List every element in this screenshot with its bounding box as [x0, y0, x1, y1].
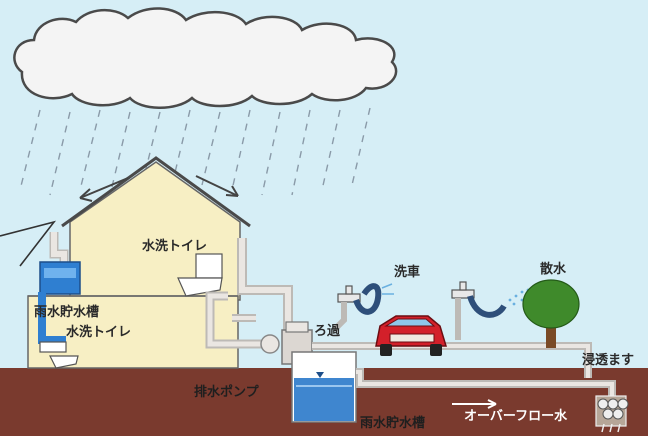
label-car-wash: 洗車: [394, 265, 421, 280]
label-filtration: ろ過: [314, 324, 341, 339]
tree: [522, 279, 580, 348]
supply-pipe: [205, 291, 280, 354]
label-overflow-water: オーバーフロー水: [464, 409, 568, 424]
lower-toilet: [39, 341, 79, 369]
cloud: [13, 7, 398, 109]
right-downpipe: [237, 238, 293, 332]
label-sprinkling: 散水: [540, 262, 567, 277]
overflow-pipe: [356, 368, 616, 396]
ground-tank: [291, 351, 357, 423]
label-toilet-upper: 水洗トイレ: [142, 239, 208, 254]
label-rain-tank-house: 雨水貯水槽: [34, 305, 100, 320]
overflow-arrow: [452, 399, 497, 409]
callout-line: [0, 220, 57, 267]
infiltration-basin: [595, 395, 629, 433]
car: [375, 315, 448, 356]
label-rain-tank-ground: 雨水貯水槽: [360, 416, 426, 431]
label-drain-pump: 排水ポンプ: [194, 385, 259, 400]
label-infiltration-basin: 浸透ます: [582, 353, 635, 368]
label-toilet-lower: 水洗トイレ: [66, 325, 132, 340]
car-wash-faucet: [331, 283, 394, 333]
roof-flow-arrows: [79, 175, 239, 202]
rooftop-collector: [39, 261, 81, 295]
